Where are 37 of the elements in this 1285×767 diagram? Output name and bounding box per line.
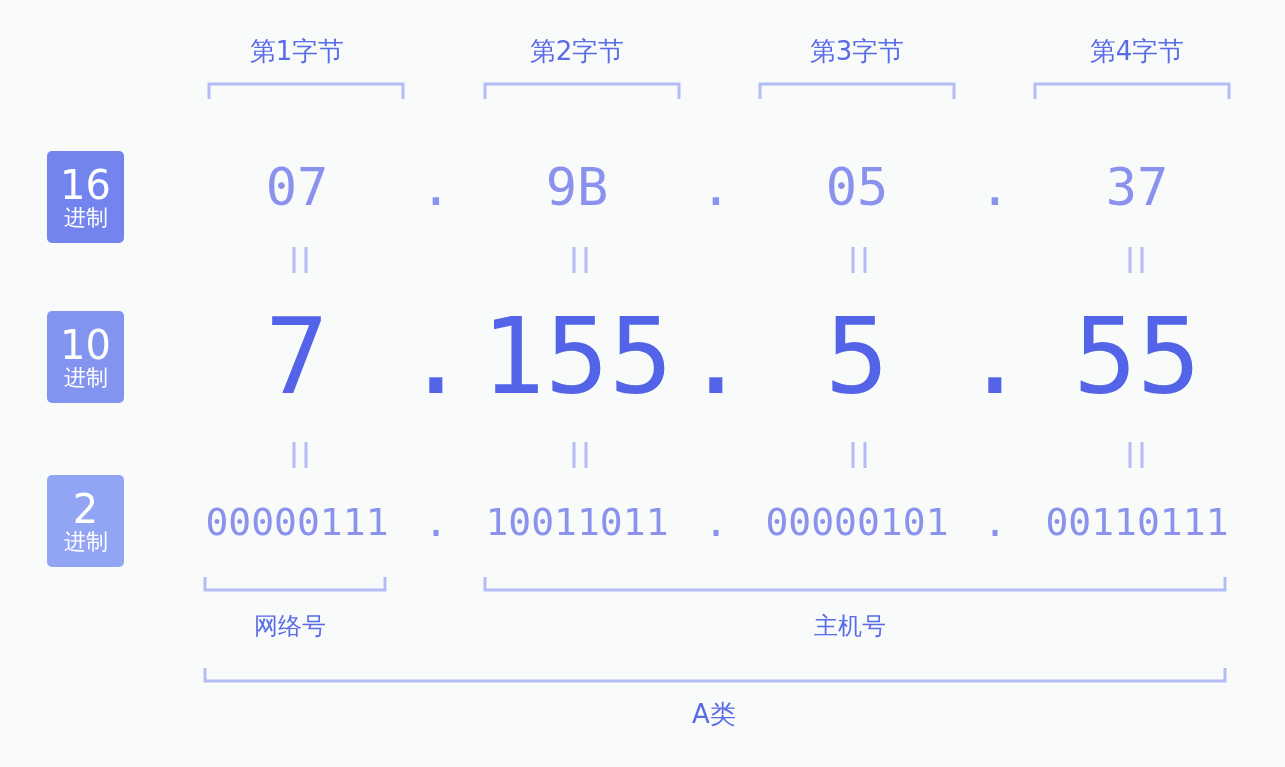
base-number: 2 (72, 489, 99, 529)
number-value: 155 (481, 304, 673, 410)
number-value: 05 (825, 161, 889, 213)
dot-separator: . (684, 304, 748, 410)
number-value: 10011011 (485, 503, 669, 541)
byte-heading: 第4字节 (1089, 38, 1185, 64)
base-number: 16 (60, 165, 111, 205)
number-base-badge (47, 151, 124, 243)
number-base-badge (47, 311, 124, 403)
bracket-label: 网络号 (254, 614, 326, 638)
number-value: 7 (265, 304, 329, 410)
dot-separator: . (423, 502, 449, 542)
byte-heading: 第3字节 (809, 38, 905, 64)
number-value: 07 (265, 161, 329, 213)
bracket-label: 主机号 (814, 614, 886, 638)
number-value: 37 (1105, 161, 1169, 213)
dot-separator: . (982, 502, 1008, 542)
base-label: 进制 (63, 531, 108, 553)
dot-separator: . (404, 304, 468, 410)
dot-separator: . (420, 161, 452, 213)
number-value: 5 (825, 304, 889, 410)
number-value: 9B (545, 161, 609, 213)
dot-separator: . (963, 304, 1027, 410)
number-value: 00000111 (205, 503, 389, 541)
base-label: 进制 (63, 367, 108, 389)
dot-separator: . (979, 161, 1011, 213)
dot-separator: . (703, 502, 729, 542)
bracket-label: A类 (692, 701, 736, 727)
number-value: 00110111 (1045, 503, 1229, 541)
base-label: 进制 (63, 207, 108, 229)
byte-heading: 第1字节 (249, 38, 345, 64)
number-value: 00000101 (765, 503, 949, 541)
base-number: 10 (60, 325, 111, 365)
number-value: 55 (1073, 304, 1201, 410)
dot-separator: . (700, 161, 732, 213)
byte-heading: 第2字节 (529, 38, 625, 64)
number-base-badge (47, 475, 124, 567)
